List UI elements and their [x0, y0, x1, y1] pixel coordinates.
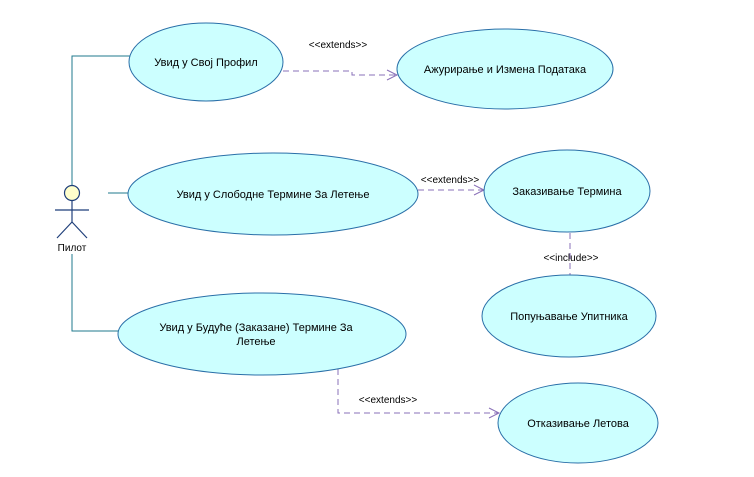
use-case-future-slots[interactable] [117, 292, 407, 376]
use-case-cancel-label: Отказивање Летова [527, 418, 630, 430]
use-case-labels: Увид у Свој Профил Ажурирање и Измена По… [154, 57, 629, 430]
use-case-cancel[interactable] [497, 382, 659, 464]
use-case-free-slots[interactable] [127, 152, 419, 236]
extends-label-1: <<extends>> [309, 40, 368, 51]
actor-leg-left [56, 221, 73, 239]
use-case-schedule[interactable] [483, 149, 651, 233]
extends-line-future-cancel [337, 369, 498, 414]
use-case-questionnaire-label: Попуњавање Упитника [510, 311, 628, 323]
actor-pilot[interactable] [55, 184, 89, 239]
arrowhead-update [386, 69, 399, 81]
include-label-1: <<include>> [543, 253, 598, 264]
actor-name: Пилот [58, 243, 87, 254]
use-cases [117, 22, 659, 464]
use-case-update-label: Ажурирање и Измена Података [424, 64, 587, 76]
use-case-schedule-label: Заказивање Термина [512, 186, 622, 198]
use-case-update[interactable] [396, 28, 614, 110]
use-case-profile[interactable] [128, 22, 284, 102]
use-case-free-slots-label: Увид у Слободне Термине За Летење [176, 189, 369, 201]
use-case-future-slots-label-line1: Увид у Будуће (Заказане) Термине За [159, 322, 353, 334]
use-case-future-slots-label-line2: Летење [236, 336, 275, 348]
arrow-heads [386, 69, 576, 419]
use-case-profile-label: Увид у Свој Профил [154, 57, 257, 69]
extends-line-profile-update [283, 70, 396, 76]
extends-label-2: <<extends>> [421, 175, 480, 186]
arrowhead-cancel [488, 407, 501, 419]
actor-head [63, 184, 81, 202]
assoc-line-future-slots [71, 254, 119, 332]
use-case-questionnaire[interactable] [481, 274, 657, 358]
association-lines [71, 55, 132, 332]
actor-leg-right [71, 221, 88, 239]
extends-label-3: <<extends>> [359, 395, 418, 406]
assoc-line-profile [71, 55, 132, 186]
